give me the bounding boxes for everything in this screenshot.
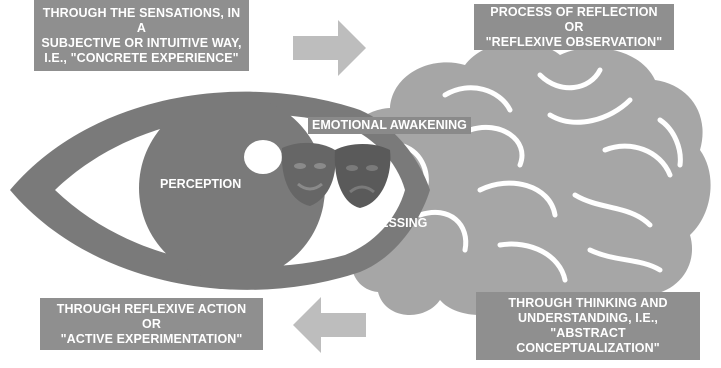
reflective-observation-box: PROCESS OF REFLECTION OR "REFLEXIVE OBSE… xyxy=(474,4,674,50)
concrete-experience-text: THROUGH THE SENSATIONS, IN A SUBJECTIVE … xyxy=(41,5,242,65)
concrete-experience-box: THROUGH THE SENSATIONS, IN A SUBJECTIVE … xyxy=(34,0,249,71)
abstract-conceptualization-text: THROUGH THINKING AND UNDERSTANDING, I.E.… xyxy=(508,296,668,355)
arrow-left-icon xyxy=(293,297,366,353)
active-experimentation-box: THROUGH REFLEXIVE ACTION OR "ACTIVE EXPE… xyxy=(40,298,263,350)
arrow-right-icon xyxy=(293,20,366,76)
active-experimentation-text: THROUGH REFLEXIVE ACTION OR "ACTIVE EXPE… xyxy=(56,301,247,346)
processing-label: PROCESSING xyxy=(344,216,428,230)
theater-masks-icon xyxy=(281,142,391,208)
reflective-observation-text: PROCESS OF REFLECTION OR "REFLEXIVE OBSE… xyxy=(485,4,663,49)
perception-label: PERCEPTION xyxy=(160,177,242,191)
abstract-conceptualization-box: THROUGH THINKING AND UNDERSTANDING, I.E.… xyxy=(476,292,700,360)
emotional-awakening-label: EMOTIONAL AWAKENING xyxy=(308,117,471,134)
brain-icon xyxy=(339,42,711,320)
